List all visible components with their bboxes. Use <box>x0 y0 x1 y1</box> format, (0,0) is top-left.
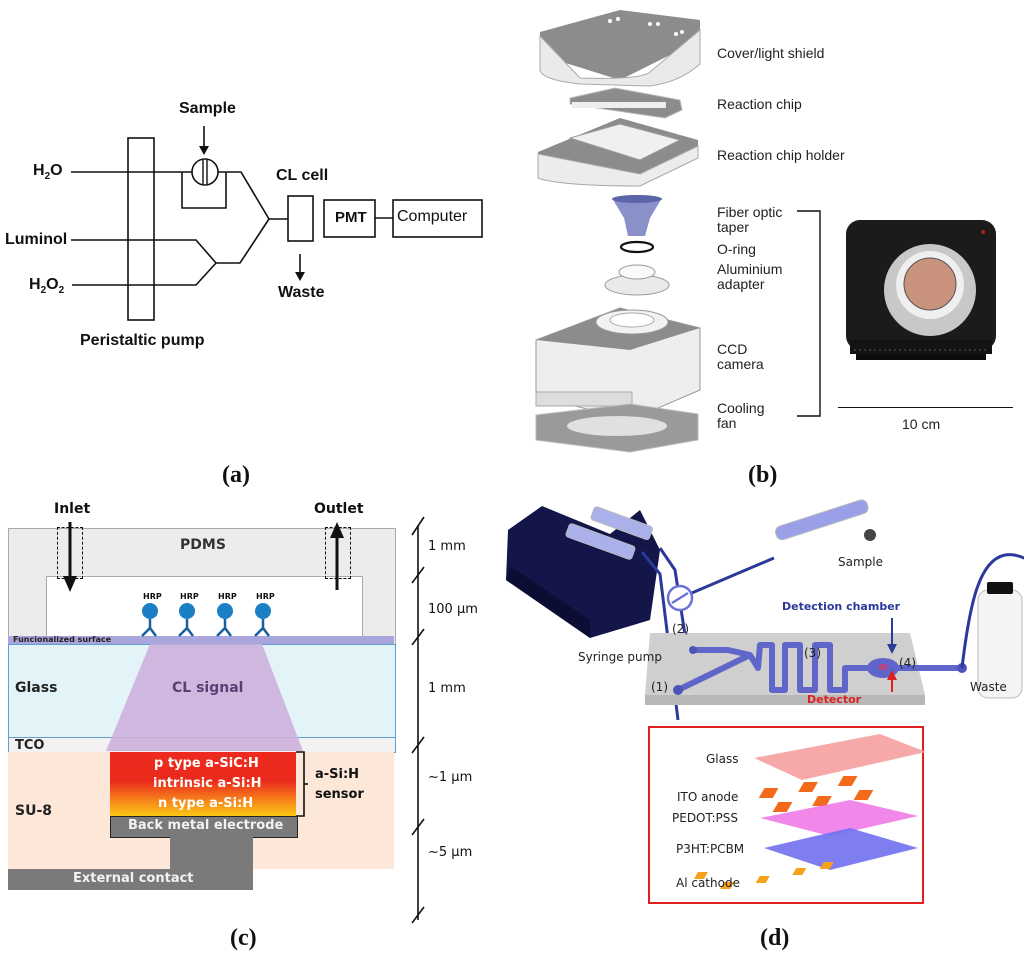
cl-cell-shape <box>287 195 314 242</box>
pump-label: Peristaltic pump <box>80 332 205 349</box>
flow-injection-diagram <box>71 126 483 321</box>
hrp-molecules <box>141 603 271 637</box>
al-cathode-pads <box>693 862 834 889</box>
pmt-label: PMT <box>335 209 367 226</box>
p3ht-pcbm-layer <box>764 828 918 870</box>
tco-label: TCO <box>15 738 45 753</box>
thickness-label: ~5 µm <box>428 845 473 860</box>
scale-bar <box>838 407 1013 408</box>
stack-layer-label: Al cathode <box>676 876 740 890</box>
peristaltic-pump-shape <box>127 137 155 321</box>
hrp-icon <box>216 603 233 637</box>
part-label: O-ring <box>717 241 756 257</box>
su8-label: SU-8 <box>15 803 53 819</box>
port-label: (4) <box>899 656 916 670</box>
hrp-icon <box>254 603 271 637</box>
detector-label: Detector <box>807 693 862 706</box>
waste-label-d: Waste <box>970 680 1007 694</box>
glass-label: Glass <box>15 680 58 696</box>
microfluidic-setup <box>506 499 1024 721</box>
ccd-exploded-view <box>535 10 821 453</box>
syringe-pump-label: Syringe pump <box>578 650 662 664</box>
external-contact <box>8 869 253 890</box>
inlet-label: Inlet <box>54 501 91 517</box>
detector-shape <box>879 664 887 670</box>
luminol-label: Luminol <box>5 231 68 248</box>
panel-label-c: (c) <box>230 925 257 951</box>
part-label: Cooling fan <box>717 400 765 431</box>
h2o-label: H2O <box>33 162 63 183</box>
serpentine-channel <box>676 642 960 693</box>
sample-label: Sample <box>179 100 236 117</box>
thickness-label: 1 mm <box>428 681 466 696</box>
back-electrode-label: Back metal electrode <box>128 818 284 833</box>
organic-photodiode-stack <box>693 734 926 889</box>
pdms-label: PDMS <box>180 537 226 553</box>
glass-layer-d <box>754 734 926 780</box>
computer-label: Computer <box>397 208 468 225</box>
a-si-sensor <box>110 752 296 816</box>
hrp-label: HRP <box>180 592 199 601</box>
stack-layer-label: ITO anode <box>677 790 739 804</box>
inlet-arrow-icon <box>63 576 77 592</box>
part-label: Reaction chip <box>717 96 802 112</box>
outlet-label: Outlet <box>314 501 364 517</box>
panel-label-d: (d) <box>760 925 790 951</box>
pedot-pss-layer <box>760 800 918 836</box>
stack-layer-label: PEDOT:PSS <box>672 811 739 825</box>
thickness-label: 1 mm <box>428 539 466 554</box>
fiber-taper-shape <box>612 195 662 236</box>
sensor-bracket <box>296 751 308 817</box>
cl-signal-label: CL signal <box>172 680 244 696</box>
ito-anode-pads <box>758 776 874 812</box>
flow-arrows <box>63 522 344 592</box>
sensor-label: a-Si:H <box>315 767 360 782</box>
hrp-label: HRP <box>256 592 275 601</box>
hrp-icon <box>178 603 195 637</box>
stack-layer-label: Glass <box>706 752 739 766</box>
n-type-layer-label: n type a-Si:H <box>158 796 254 811</box>
part-label: CCD camera <box>717 341 764 372</box>
channel <box>46 576 363 646</box>
port-label: (2) <box>672 622 689 636</box>
external-contact-label: External contact <box>73 871 194 886</box>
p-type-layer-label: p type a-SiC:H <box>154 756 259 771</box>
hrp-icon <box>141 603 158 637</box>
assembly-bracket <box>797 210 821 417</box>
scale-label: 10 cm <box>902 416 941 432</box>
thickness-label: ~1 µm <box>428 770 473 785</box>
sample-valve-icon <box>191 158 219 186</box>
part-label: Aluminium adapter <box>717 261 783 292</box>
panel-label-b: (b) <box>748 462 778 488</box>
sample-syringe-shape <box>775 499 869 541</box>
h2o2-label: H2O2 <box>29 276 65 297</box>
functionalized-surface <box>8 636 394 644</box>
cl-cell-label: CL cell <box>276 167 329 184</box>
o-ring-shape <box>619 240 655 254</box>
hrp-label: HRP <box>218 592 237 601</box>
panel-label-a: (a) <box>222 462 250 488</box>
cl-signal-cone <box>106 644 303 751</box>
part-label: Reaction chip holder <box>717 147 845 163</box>
stack-layer-label: P3HT:PCBM <box>676 842 745 856</box>
functionalized-surface-label: Funcionalized surface <box>13 635 112 644</box>
contact-post <box>170 837 253 871</box>
intrinsic-layer-label: intrinsic a-Si:H <box>153 776 262 791</box>
part-label: Cover/light shield <box>717 45 825 61</box>
part-label: Fiber optic taper <box>717 204 783 235</box>
thickness-scale <box>411 516 425 924</box>
outlet-arrow-icon <box>330 522 344 538</box>
thickness-label: 100 µm <box>428 602 478 617</box>
sample-label-d: Sample <box>838 555 883 569</box>
detection-chamber-label: Detection chamber <box>782 600 901 613</box>
port-label: (3) <box>804 646 821 660</box>
waste-label: Waste <box>278 284 325 301</box>
ccd-device-photo <box>846 220 996 360</box>
cover-shape <box>540 10 700 80</box>
computer-box <box>392 199 483 238</box>
hrp-label: HRP <box>143 592 162 601</box>
sensor-label: sensor <box>315 787 364 802</box>
port-label: (1) <box>651 680 668 694</box>
